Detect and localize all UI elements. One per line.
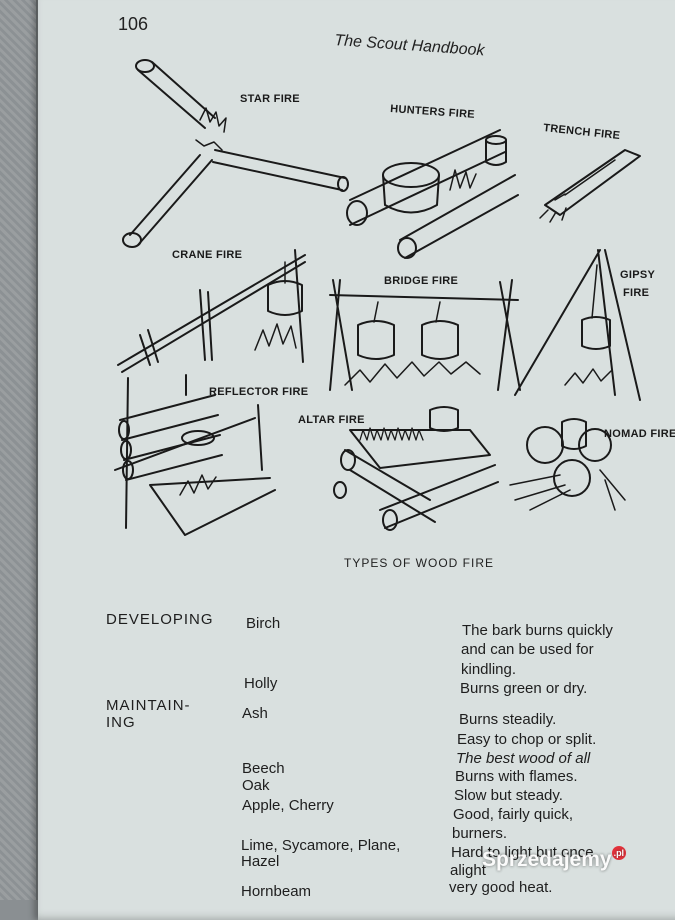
note-birch-line1: The bark burns quickly — [462, 622, 613, 639]
site-watermark: Sprzedajemy.pl — [482, 846, 627, 872]
category-developing: DEVELOPING — [106, 611, 214, 628]
note-ash-line3: The best wood of all — [456, 750, 591, 767]
note-birch-line3: kindling. — [461, 661, 517, 678]
wood-birch: Birch — [246, 615, 281, 632]
wood-hornbeam: Hornbeam — [241, 883, 312, 900]
hunters-fire-drawing — [346, 129, 519, 259]
note-hornbeam: very good heat. — [449, 879, 553, 896]
category-maintaining-line2: ING — [106, 714, 136, 731]
crane-fire-label: CRANE FIRE — [172, 249, 242, 261]
wood-holly: Holly — [244, 675, 278, 692]
note-ash-line2: Easy to chop or split. — [457, 731, 597, 748]
altar-fire-label: ALTAR FIRE — [298, 414, 365, 426]
hunters-fire-label: HUNTERS FIRE — [390, 103, 476, 121]
note-apple-line1: Good, fairly quick, — [453, 806, 574, 823]
nomad-fire-drawing — [509, 418, 626, 511]
watermark-suffix: .pl — [611, 846, 627, 860]
category-maintaining-line1: MAINTAIN- — [106, 697, 191, 714]
note-beech: Burns with flames. — [455, 768, 578, 785]
altar-fire-drawing — [333, 406, 499, 531]
bridge-fire-label: BRIDGE FIRE — [384, 275, 458, 287]
bridge-fire-drawing — [329, 279, 521, 391]
wood-oak: Oak — [242, 777, 270, 794]
reflector-fire-label: REFLECTOR FIRE — [209, 386, 308, 398]
wood-ash: Ash — [242, 705, 268, 722]
gipsy-fire-label-line2: FIRE — [623, 287, 649, 299]
star-fire-label: STAR FIRE — [240, 93, 300, 105]
note-ash-line1: Burns steadily. — [459, 711, 557, 728]
trench-fire-label: TRENCH FIRE — [543, 122, 621, 142]
note-oak: Slow but steady. — [454, 787, 563, 804]
watermark-text: Sprzedajemy — [482, 848, 612, 871]
star-fire-drawing — [122, 59, 349, 248]
note-apple-line2: burners. — [452, 825, 508, 842]
wood-beech: Beech — [242, 760, 285, 777]
nomad-fire-label: NOMAD FIRE — [604, 428, 675, 440]
note-holly: Burns green or dry. — [460, 680, 588, 697]
note-lime-line1: Hard to light but once — [451, 844, 594, 861]
note-lime-line2: alight — [450, 862, 486, 879]
note-birch-line2: and can be used for — [461, 641, 594, 658]
gipsy-fire-drawing — [514, 249, 641, 401]
gipsy-fire-label-line1: GIPSY — [620, 269, 655, 281]
wood-fire-illustrations: STAR FIRE HUNTERS FIRE TRENCH FIRE CRANE… — [114, 59, 675, 536]
wood-lime-line1: Lime, Sycamore, Plane, — [241, 837, 401, 854]
figure-caption: TYPES OF WOOD FIRE — [344, 556, 495, 570]
reflector-fire-drawing — [114, 374, 276, 536]
wood-lime-line2: Hazel — [241, 853, 280, 870]
trench-fire-drawing — [539, 149, 641, 223]
page-number: 106 — [118, 14, 149, 34]
wood-apple-cherry: Apple, Cherry — [242, 797, 334, 814]
crane-fire-drawing — [117, 249, 306, 373]
